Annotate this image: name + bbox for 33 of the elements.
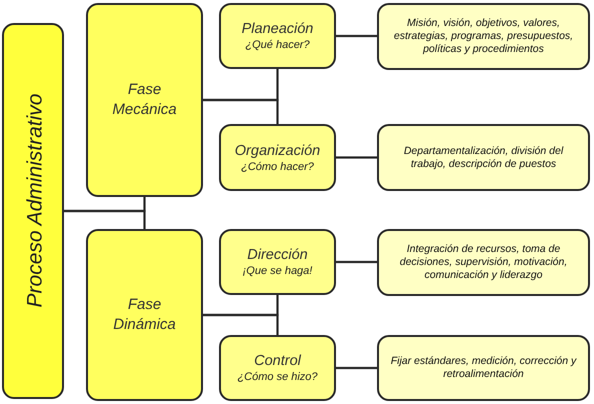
step-question: ¿Cómo hacer?	[241, 160, 314, 172]
step-box	[219, 3, 336, 69]
step-box	[219, 229, 336, 295]
connector-line	[336, 34, 377, 38]
step-question: ¿Cómo se hizo?	[237, 371, 318, 383]
step-box	[219, 335, 336, 401]
process-box	[2, 23, 64, 399]
detail-box	[377, 3, 590, 70]
detail-text: Fijar estándares, medición, corrección y retroalimentación	[390, 355, 578, 381]
connector-line	[203, 98, 279, 124]
detail-box	[377, 335, 590, 401]
phase-box	[86, 3, 203, 197]
step-title: Organización	[234, 142, 320, 158]
phase-title: Fase Dinámica	[112, 295, 177, 335]
phase-box	[86, 229, 203, 401]
step-title: Dirección	[247, 247, 308, 263]
connector-line	[336, 366, 377, 370]
step-title: Control	[254, 353, 301, 369]
detail-text: Departamentalización, división del trabajo, descripción de puestos	[402, 144, 564, 170]
detail-box	[377, 124, 590, 191]
detail-box	[377, 229, 590, 296]
detail-text: Misión, visión, objetivos, valores, estrategias, programas, presupuestos, políticas y procedimientos	[392, 17, 574, 56]
step-question: ¿Qué hacer?	[245, 39, 310, 51]
title-text: Proceso Administrativo	[22, 92, 48, 310]
connector-line	[203, 314, 279, 335]
step-question: ¡Que se haga!	[242, 265, 312, 277]
connector-line	[336, 156, 377, 159]
step-box	[219, 124, 336, 191]
connector-line	[336, 260, 377, 264]
detail-text: Integración de recursos, toma de decisiones, supervisión, motivación, comunicación y liderazgo	[398, 243, 568, 282]
connector-line	[64, 210, 146, 229]
phase-title: Fase Mecánica	[111, 80, 178, 120]
step-title: Planeación	[242, 21, 314, 37]
